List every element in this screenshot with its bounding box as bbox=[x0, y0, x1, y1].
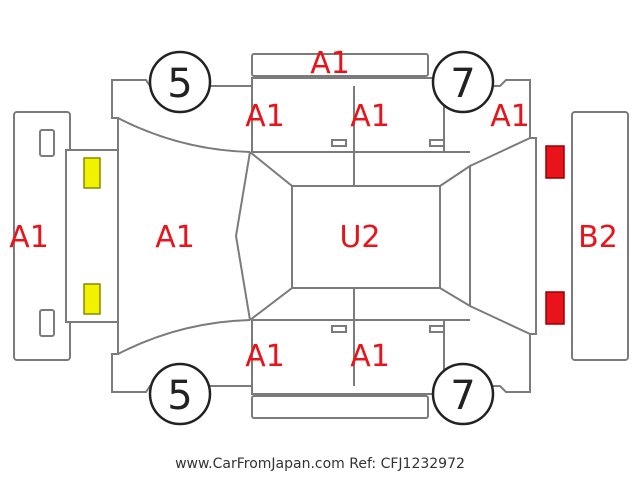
label-rear-left-quarter: A1 bbox=[490, 99, 530, 134]
door-lines-bottom bbox=[251, 288, 470, 386]
door-lines-top bbox=[251, 86, 470, 186]
tire-rear-left: 7 bbox=[431, 50, 495, 114]
label-roof-center: U2 bbox=[339, 220, 380, 255]
roof-panel bbox=[292, 185, 441, 289]
label-front-right-door: A1 bbox=[245, 339, 285, 374]
tire-front-right-text: 5 bbox=[167, 373, 192, 419]
tire-front-right: 5 bbox=[148, 362, 212, 426]
tire-front-left-text: 5 bbox=[167, 61, 192, 107]
footer-reference: www.CarFromJapan.com Ref: CFJ1232972 bbox=[175, 456, 465, 472]
front-fender-bottom bbox=[117, 319, 251, 355]
rear-window-frame bbox=[439, 137, 531, 335]
door-handle-fr bbox=[331, 325, 347, 333]
tire-rear-right-text: 7 bbox=[450, 373, 475, 419]
label-rear-left-door: A1 bbox=[350, 99, 390, 134]
taillight-right bbox=[545, 291, 565, 325]
front-bumper-slot-bottom bbox=[39, 309, 55, 337]
label-front-left-door: A1 bbox=[245, 99, 285, 134]
roof-strip-bottom bbox=[251, 395, 429, 419]
tire-rear-left-text: 7 bbox=[450, 61, 475, 107]
label-rear-right-door: A1 bbox=[350, 339, 390, 374]
roof-strip-top bbox=[251, 53, 429, 77]
front-fender-top bbox=[117, 117, 251, 153]
label-hood: A1 bbox=[155, 220, 195, 255]
headlight-right bbox=[83, 283, 101, 315]
label-rear-bumper: B2 bbox=[578, 220, 618, 255]
label-front-bumper: A1 bbox=[9, 220, 49, 255]
door-handle-rl bbox=[429, 139, 445, 147]
front-bumper-slot-top bbox=[39, 129, 55, 157]
windshield-frame bbox=[234, 151, 293, 321]
rear-bumper bbox=[571, 111, 629, 361]
tire-rear-right: 7 bbox=[431, 362, 495, 426]
door-handle-fl bbox=[331, 139, 347, 147]
taillight-left bbox=[545, 145, 565, 179]
car-body-outline bbox=[65, 77, 537, 395]
tire-front-left: 5 bbox=[148, 50, 212, 114]
label-roof: A1 bbox=[310, 46, 350, 81]
door-handle-rr bbox=[429, 325, 445, 333]
headlight-left bbox=[83, 157, 101, 189]
